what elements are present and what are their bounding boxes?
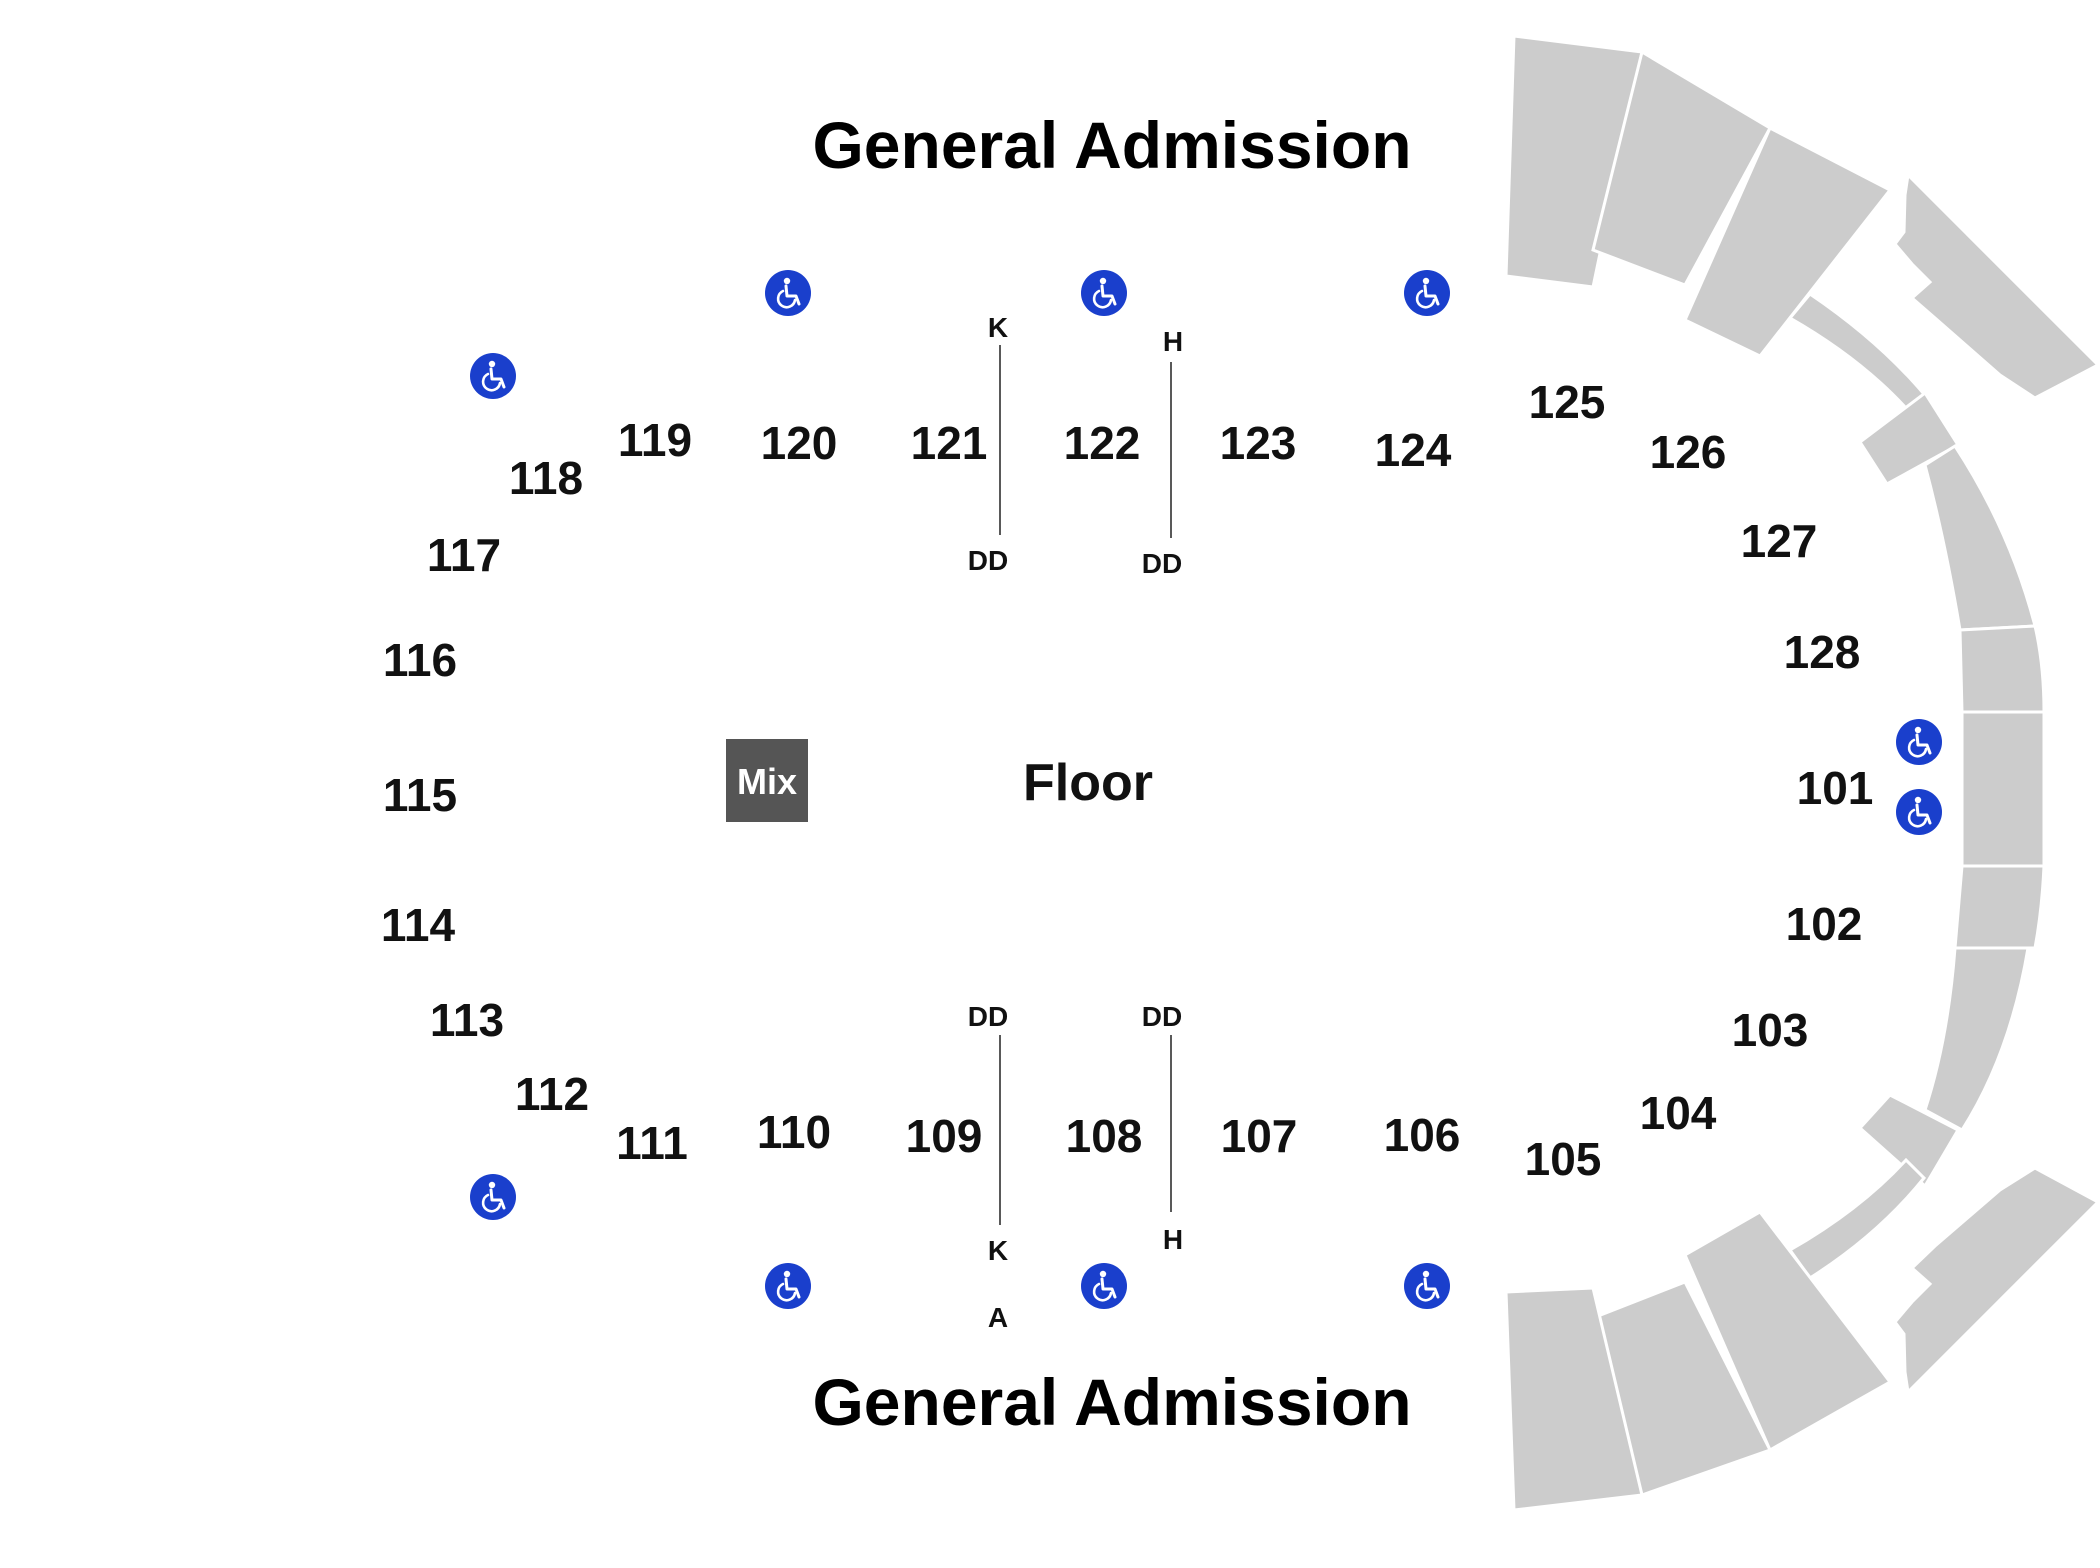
section-108[interactable]: 108 <box>1066 1110 1143 1162</box>
section-126[interactable]: 126 <box>1650 426 1727 478</box>
wheelchair-icon <box>1402 268 1452 318</box>
row-label: K <box>988 312 1008 343</box>
section-127[interactable]: 127 <box>1741 515 1818 567</box>
section-102[interactable]: 102 <box>1786 898 1863 950</box>
upper-seating-top <box>1504 34 2100 1512</box>
row-label: DD <box>968 1001 1008 1032</box>
section-117[interactable]: 117 <box>427 529 501 581</box>
seating-block[interactable] <box>1591 49 1773 287</box>
row-label: H <box>1163 326 1183 357</box>
wheelchair-icon <box>1894 787 1944 837</box>
seating-block[interactable] <box>1893 171 2100 400</box>
wheelchair-icon <box>1079 268 1129 318</box>
seating-block[interactable] <box>1923 946 2030 1132</box>
wheelchair-icon <box>1079 1261 1129 1311</box>
seating-block[interactable] <box>1857 390 1961 486</box>
wheelchair-icon <box>763 268 813 318</box>
section-121[interactable]: 121 <box>911 417 988 469</box>
section-122[interactable]: 122 <box>1064 417 1141 469</box>
section-110[interactable]: 110 <box>757 1106 831 1158</box>
seating-block[interactable] <box>1958 624 2046 714</box>
section-124[interactable]: 124 <box>1375 424 1452 476</box>
seating-block[interactable] <box>1504 1286 1644 1512</box>
seating-block[interactable] <box>1787 291 1927 411</box>
section-109[interactable]: 109 <box>906 1110 983 1162</box>
wheelchair-icon <box>468 1172 518 1222</box>
row-label: DD <box>1142 548 1182 579</box>
seating-block[interactable] <box>1953 864 2046 950</box>
seating-block[interactable] <box>1683 125 1893 358</box>
section-labels: 101 102 103 104 105 106 107 108 109 110 … <box>381 376 1873 1185</box>
general-admission-top: General Admission <box>812 108 1411 182</box>
section-119[interactable]: 119 <box>618 414 692 466</box>
section-107[interactable]: 107 <box>1221 1110 1298 1162</box>
section-104[interactable]: 104 <box>1640 1087 1717 1139</box>
section-106[interactable]: 106 <box>1384 1109 1461 1161</box>
section-118[interactable]: 118 <box>509 452 583 504</box>
section-101[interactable]: 101 <box>1797 762 1874 814</box>
seating-block[interactable] <box>1787 1157 1927 1281</box>
row-label: H <box>1163 1224 1183 1255</box>
section-112[interactable]: 112 <box>515 1068 589 1120</box>
wheelchair-icon <box>763 1261 813 1311</box>
section-125[interactable]: 125 <box>1529 376 1606 428</box>
seating-block[interactable] <box>1893 1166 2100 1396</box>
wheelchair-icon <box>468 351 518 401</box>
seating-block[interactable] <box>1683 1210 1893 1453</box>
section-114[interactable]: 114 <box>381 899 456 951</box>
section-105[interactable]: 105 <box>1525 1133 1602 1185</box>
section-103[interactable]: 103 <box>1732 1004 1809 1056</box>
row-label: K <box>988 1235 1008 1266</box>
general-admission-bottom: General Admission <box>812 1365 1411 1439</box>
section-115[interactable]: 115 <box>383 769 457 821</box>
wheelchair-icon <box>1402 1261 1452 1311</box>
wheelchair-icon <box>1894 717 1944 767</box>
row-label: A <box>988 1302 1008 1333</box>
section-123[interactable]: 123 <box>1220 417 1297 469</box>
mix-booth: Mix <box>726 739 808 822</box>
section-120[interactable]: 120 <box>761 417 838 469</box>
seating-block[interactable] <box>1960 710 2046 868</box>
seating-block[interactable] <box>1504 34 1644 289</box>
seating-block[interactable] <box>1923 443 2037 632</box>
section-113[interactable]: 113 <box>430 994 504 1046</box>
mix-label: Mix <box>737 761 797 802</box>
section-111[interactable]: 111 <box>616 1117 688 1169</box>
section-116[interactable]: 116 <box>383 634 457 686</box>
floor-label: Floor <box>1023 754 1153 812</box>
section-128[interactable]: 128 <box>1784 626 1861 678</box>
row-label: DD <box>968 545 1008 576</box>
row-label: DD <box>1142 1001 1182 1032</box>
